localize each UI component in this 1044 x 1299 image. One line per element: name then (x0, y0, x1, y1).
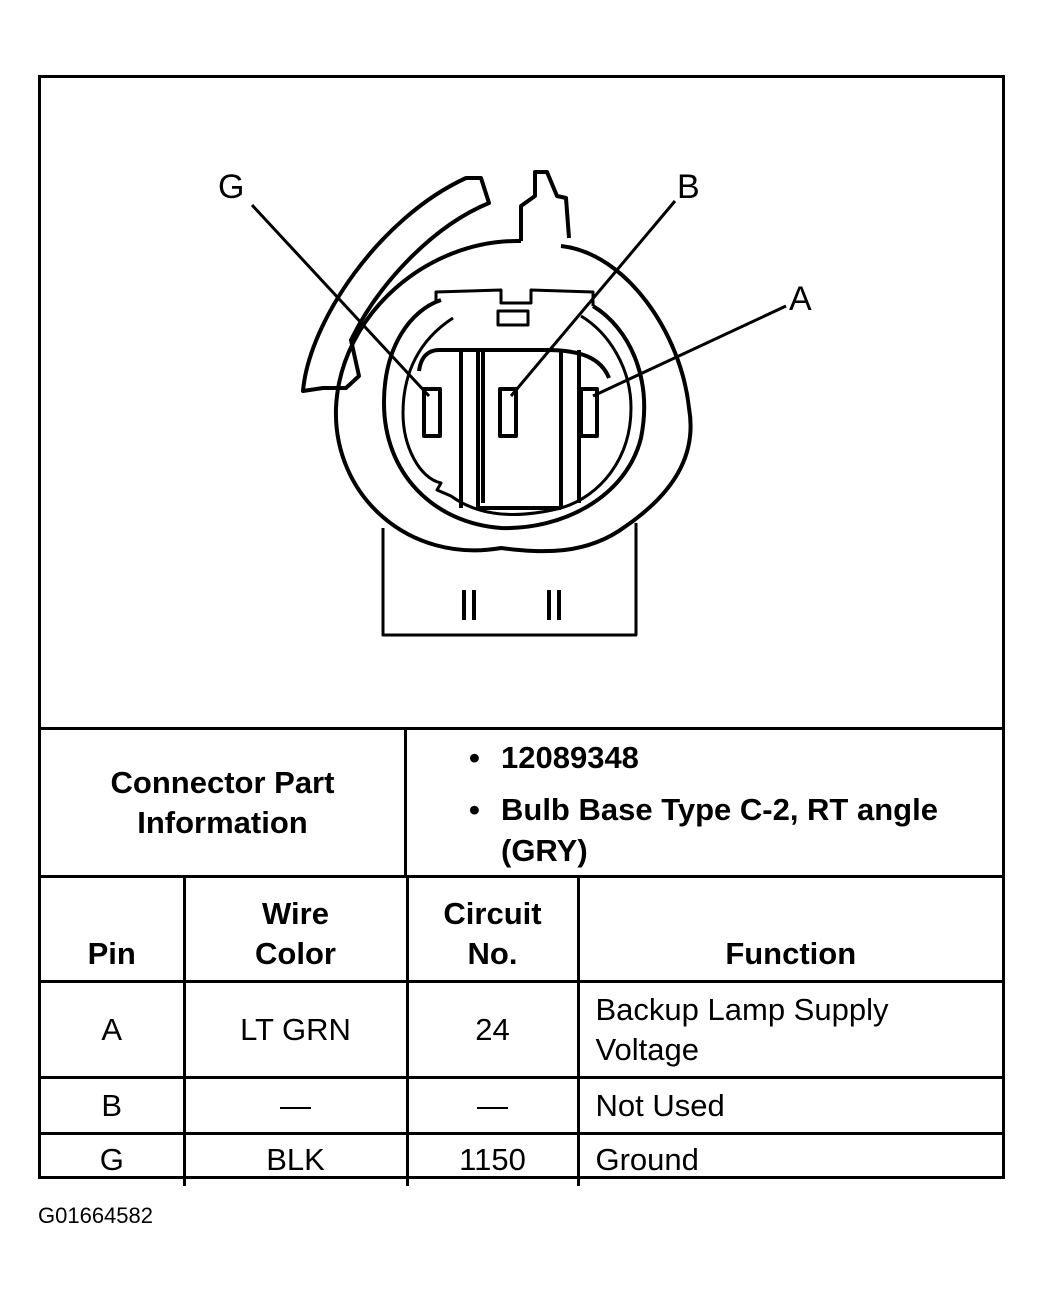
connector-part-info-label: Connector Part Information (41, 730, 407, 875)
lock-arm (301, 176, 491, 393)
header-function: Function (576, 875, 1002, 983)
bullet-icon: • (469, 792, 480, 827)
inner-ring (382, 298, 647, 531)
cell-circuit-no: 1150 (405, 1132, 580, 1186)
connector-drawing (250, 170, 787, 637)
terminal-a (579, 387, 599, 438)
connector-part-info-details: • 12089348 • Bulb Base Type C-2, RT angl… (407, 730, 1002, 875)
connector-diagram: G B A (41, 78, 1002, 727)
bullet-icon: • (469, 740, 480, 775)
cell-wire-color: BLK (182, 1132, 409, 1186)
cell-circuit-no: 24 (405, 980, 580, 1079)
header-wire-color: Wire Color (182, 875, 409, 983)
cell-function: Not Used (576, 1076, 1002, 1135)
pin-table: Pin Wire Color Circuit No. Function A LT… (41, 875, 1002, 1186)
table-row: G BLK 1150 Ground (41, 1132, 1002, 1186)
part-number: 12089348 (501, 740, 639, 775)
cell-pin: B (41, 1076, 186, 1135)
cell-wire-color: — (182, 1076, 409, 1135)
pin-label-g: G (218, 168, 245, 206)
pin-partition (417, 348, 611, 379)
cell-function: Backup Lamp Supply Voltage (576, 980, 1002, 1079)
connector-body (381, 523, 638, 637)
pin-label-b: B (677, 168, 700, 206)
terminal-b (498, 387, 518, 438)
header-circuit-no: Circuit No. (405, 875, 580, 983)
connector-part-info: Connector Part Information • 12089348 • … (41, 727, 1002, 875)
cell-pin: A (41, 980, 186, 1079)
leader-g (250, 203, 431, 398)
cell-circuit-no: — (405, 1076, 580, 1135)
pin-table-header: Pin Wire Color Circuit No. Function (41, 875, 1002, 983)
connector-frame: G B A Connector Part Information • 12089… (38, 75, 1005, 1186)
cell-pin: G (41, 1132, 186, 1186)
leader-b (509, 200, 677, 397)
bulb-base-type: Bulb Base Type C-2, RT angle (GRY) (501, 792, 938, 868)
header-pin: Pin (41, 875, 186, 983)
table-row: B — — Not Used (41, 1076, 1002, 1135)
terminal-g (422, 387, 442, 438)
latch-tab (519, 170, 571, 241)
leader-a (592, 304, 787, 398)
cell-wire-color: LT GRN (182, 980, 409, 1079)
reference-code: G01664582 (38, 1203, 153, 1228)
pin-label-a: A (789, 280, 812, 318)
cell-function: Ground (576, 1132, 1002, 1186)
table-row: A LT GRN 24 Backup Lamp Supply Voltage (41, 980, 1002, 1079)
connector-outer-ring (333, 238, 693, 554)
